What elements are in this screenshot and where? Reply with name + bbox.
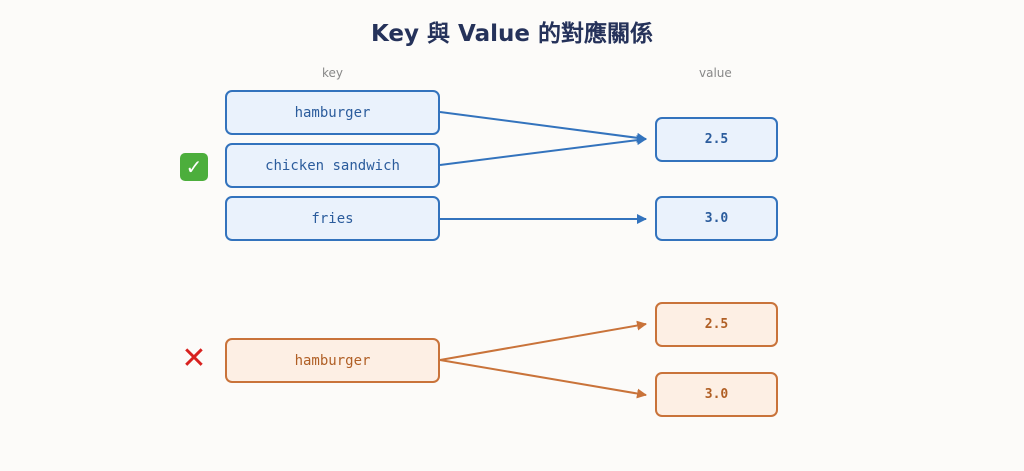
- value-box-3.0: 3.0: [655, 196, 778, 241]
- check-mark-icon: ✓: [180, 153, 208, 181]
- key-column-label: key: [322, 66, 344, 80]
- arrow-hamburger-to-2.5: [439, 111, 647, 143]
- key-box-hamburger: hamburger: [225, 90, 440, 135]
- key-box-hamburger-invalid: hamburger: [225, 338, 440, 383]
- arrow-chicken-sandwich-to-2.5: [439, 135, 647, 166]
- cross-mark-icon: ✕: [181, 341, 207, 376]
- key-box-chicken-sandwich: chicken sandwich: [225, 143, 440, 188]
- value-column-label: value: [699, 66, 732, 80]
- key-box-fries: fries: [225, 196, 440, 241]
- arrow-hamburger-to-3.0-invalid: [439, 359, 647, 399]
- value-box-2.5-invalid: 2.5: [655, 302, 778, 347]
- value-box-3.0-invalid: 3.0: [655, 372, 778, 417]
- value-box-2.5: 2.5: [655, 117, 778, 162]
- arrow-hamburger-to-2.5-invalid: [439, 320, 647, 361]
- diagram-title: Key 與 Value 的對應關係: [371, 21, 653, 47]
